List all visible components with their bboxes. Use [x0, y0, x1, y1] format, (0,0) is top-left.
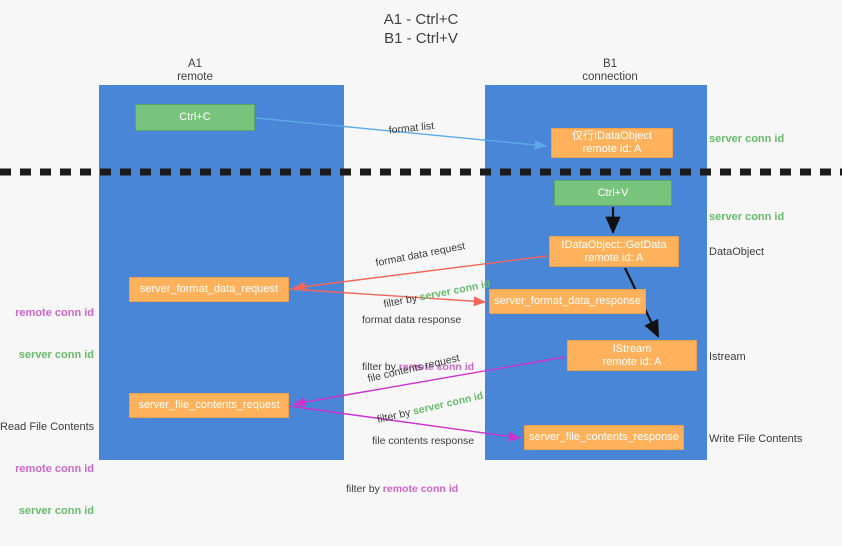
annotation-conn-id-group-top: remote conn id server conn id — [8, 278, 94, 390]
node-server-file-contents-response[interactable]: server_file_contents_response — [524, 425, 684, 450]
annotation-server-conn-id-mid: server conn id — [709, 211, 785, 223]
diagram-title: A1 - Ctrl+C B1 - Ctrl+V — [383, 11, 459, 47]
edge-label-format-data-response: format data response filter by remote co… — [362, 285, 474, 402]
diagram-canvas: A1 - Ctrl+C B1 - Ctrl+V A1 remote B1 con… — [0, 11, 842, 517]
annotation-server-conn-id-2: server conn id — [18, 505, 94, 517]
node-server-format-data-response[interactable]: server_format_data_response — [489, 289, 646, 314]
node-server-format-data-request[interactable]: server_format_data_request — [129, 277, 289, 302]
lane-header-a1: A1 remote — [177, 58, 213, 83]
filter-by-label-2: filter by — [362, 361, 399, 373]
file-contents-request-text: file contents request — [366, 352, 461, 385]
annotation-dataobject: DataObject — [709, 246, 765, 258]
remote-conn-id-label-1: remote conn id — [398, 361, 475, 373]
annotation-server-conn-id-top: server conn id — [709, 133, 785, 145]
edge-label-file-contents-response: file contents response filter by remote … — [346, 406, 475, 524]
annotation-server-conn-id-1: server conn id — [18, 349, 94, 361]
node-idataobject[interactable]: 仅行IDataObject remote id: A — [551, 128, 673, 158]
edge-label-format-list-text: format list — [388, 119, 435, 137]
node-idataobject-getdata[interactable]: IDataObject::GetData remote id: A — [549, 236, 679, 267]
edge-label-format-list: format list — [375, 105, 436, 153]
annotation-istream: Istream — [709, 351, 746, 363]
lane-header-b1: B1 connection — [582, 58, 638, 83]
node-ctrl-c[interactable]: Ctrl+C — [135, 104, 255, 131]
format-data-response-text: format data response — [362, 314, 462, 326]
node-ctrl-v[interactable]: Ctrl+V — [554, 180, 672, 206]
node-server-file-contents-request[interactable]: server_file_contents_request — [129, 393, 289, 418]
file-contents-response-text: file contents response — [372, 435, 475, 447]
annotation-remote-conn-id-2: remote conn id — [15, 463, 94, 475]
annotation-conn-id-group-bottom: Read File Contents remote conn id server… — [0, 392, 94, 546]
node-istream[interactable]: IStream remote id: A — [567, 340, 697, 371]
format-data-request-text: format data request — [374, 240, 467, 270]
annotation-write-file-contents: Write File Contents — [709, 433, 803, 445]
annotation-remote-conn-id-1: remote conn id — [15, 307, 94, 319]
annotation-read-file-contents: Read File Contents — [0, 421, 95, 433]
